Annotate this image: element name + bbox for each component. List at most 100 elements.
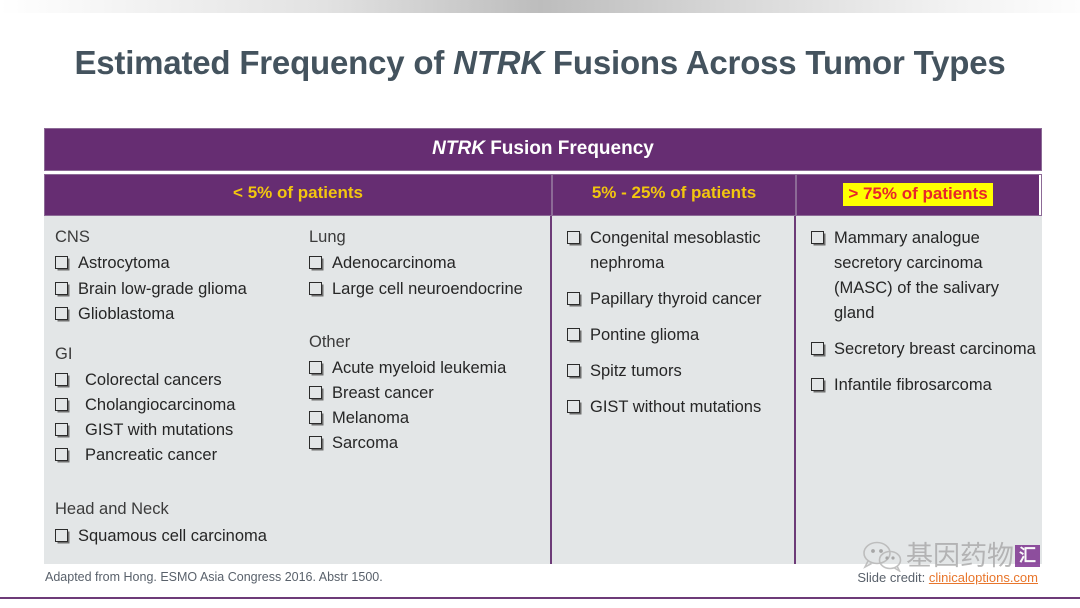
list-item-label: Spitz tumors [590,362,682,381]
table-body-row: CNS Astrocytoma Brain low-grade glioma G… [44,216,1042,564]
list-item-label: Sarcoma [332,434,399,453]
group-heading-gi: GI [55,344,73,363]
checkbox-icon [55,423,68,437]
list-item-label: Congenital mesoblastic nephroma [590,229,761,273]
slide-credit-label: Slide credit: [857,570,929,585]
list-item-label: Cholangiocarcinoma [85,396,236,415]
table-title-gene: NTRK [432,138,485,159]
list-greater-than-75-percent: Mammary analogue secretory carcinoma (MA… [808,226,1036,398]
list-item: Large cell neuroendocrine [306,277,544,302]
checkbox-icon [567,328,580,342]
checkbox-icon [567,364,580,378]
checkbox-icon [309,281,322,295]
list-item-label: Adenocarcinoma [332,254,456,273]
list-item: Sarcoma [306,431,544,456]
checkbox-icon [567,231,580,244]
checkbox-icon [55,373,68,387]
list-item-label: Mammary analogue secretory carcinoma (MA… [834,229,1000,323]
checkbox-icon [811,342,824,356]
list-head-and-neck: Squamous cell carcinoma [52,524,292,549]
list-item: Secretory breast carcinoma [808,337,1036,362]
list-item-label: GIST with mutations [85,421,234,440]
ntrk-fusion-frequency-table: NTRK Fusion Frequency < 5% of patients 5… [44,128,1042,564]
group-spacer [52,468,292,498]
checkbox-icon [567,400,580,414]
table-title-bar: NTRK Fusion Frequency [44,128,1042,171]
list-item: Pancreatic cancer [52,443,292,468]
checkbox-icon [55,448,68,462]
list-item: Congenital mesoblastic nephroma [564,226,788,276]
checkbox-icon [55,528,68,542]
list-item-label: Large cell neuroendocrine [332,279,523,298]
list-cns: Astrocytoma Brain low-grade glioma Gliob… [52,251,292,326]
table-title-rest: Fusion Frequency [484,138,654,159]
column-less-than-5-percent-part-2: Lung Adenocarcinoma Large cell neuroendo… [298,216,552,564]
list-lung: Adenocarcinoma Large cell neuroendocrine [306,251,544,301]
checkbox-icon [309,436,322,450]
list-item: GIST without mutations [564,395,788,420]
slide-credit: Slide credit: clinicaloptions.com [857,570,1038,585]
list-item: Pontine glioma [564,323,788,348]
column-5-to-25-percent: Congenital mesoblastic nephroma Papillar… [552,216,796,564]
list-item: Brain low-grade glioma [52,277,292,302]
table-subheader-row: < 5% of patients 5% - 25% of patients > … [44,174,1042,216]
page-title-suffix: Fusions Across Tumor Types [543,44,1006,81]
list-item: Breast cancer [306,381,544,406]
list-item-label: GIST without mutations [590,398,762,417]
list-item: Infantile fibrosarcoma [808,373,1036,398]
slide-top-edge-gradient [0,0,1080,13]
list-item: Mammary analogue secretory carcinoma (MA… [808,226,1036,326]
list-other: Acute myeloid leukemia Breast cancer Mel… [306,356,544,456]
list-item-label: Squamous cell carcinoma [78,526,267,545]
column-header-label: < 5% of patients [233,183,363,202]
list-item: Acute myeloid leukemia [306,356,544,381]
list-item-label: Astrocytoma [78,254,170,273]
checkbox-icon [811,231,824,244]
checkbox-icon [309,411,322,425]
list-item: Papillary thyroid cancer [564,287,788,312]
list-item-label: Melanoma [332,409,410,428]
list-item-label: Infantile fibrosarcoma [834,376,992,395]
bottom-divider [0,597,1080,599]
page-title: Estimated Frequency of NTRK Fusions Acro… [0,44,1080,82]
list-item-label: Pancreatic cancer [85,446,218,465]
list-item: Colorectal cancers [52,368,292,393]
list-item-label: Papillary thyroid cancer [590,290,762,309]
list-item-label: Acute myeloid leukemia [332,359,507,377]
list-item-label: Colorectal cancers [85,371,222,390]
checkbox-icon [811,378,824,392]
column-greater-than-75-percent: Mammary analogue secretory carcinoma (MA… [796,216,1042,564]
list-item: Spitz tumors [564,359,788,384]
column-header-label: 5% - 25% of patients [591,183,757,202]
column-less-than-5-percent-part-1: CNS Astrocytoma Brain low-grade glioma G… [44,216,298,564]
page-title-gene: NTRK [453,44,544,81]
checkbox-icon [55,306,68,320]
column-header-less-than-5-percent: < 5% of patients [45,175,553,215]
group-heading-head-and-neck: Head and Neck [55,500,169,519]
list-item: Adenocarcinoma [306,251,544,276]
group-spacer [52,327,292,343]
list-item: Squamous cell carcinoma [52,524,292,549]
highlighted-column-header-label: > 75% of patients [843,183,993,206]
source-citation: Adapted from Hong. ESMO Asia Congress 20… [45,570,383,584]
checkbox-icon [567,292,580,306]
checkbox-icon [55,256,68,270]
list-5-to-25-percent: Congenital mesoblastic nephroma Papillar… [564,226,788,420]
list-gi: Colorectal cancers Cholangiocarcinoma GI… [52,368,292,468]
checkbox-icon [309,256,322,270]
group-spacer [306,302,544,331]
list-item: Melanoma [306,406,544,431]
list-item-label: Breast cancer [332,384,434,403]
group-heading-lung: Lung [309,228,346,246]
column-header-5-to-25-percent: 5% - 25% of patients [553,175,797,215]
list-item: Astrocytoma [52,251,292,276]
list-item: Cholangiocarcinoma [52,393,292,418]
checkbox-icon [309,361,322,374]
column-header-greater-than-75-percent: > 75% of patients [797,175,1039,215]
group-heading-other: Other [309,332,351,351]
list-item-label: Pontine glioma [590,326,700,345]
slide-credit-link[interactable]: clinicaloptions.com [928,570,1038,585]
list-item: GIST with mutations [52,418,292,443]
checkbox-icon [55,281,68,295]
list-item: Glioblastoma [52,302,292,327]
